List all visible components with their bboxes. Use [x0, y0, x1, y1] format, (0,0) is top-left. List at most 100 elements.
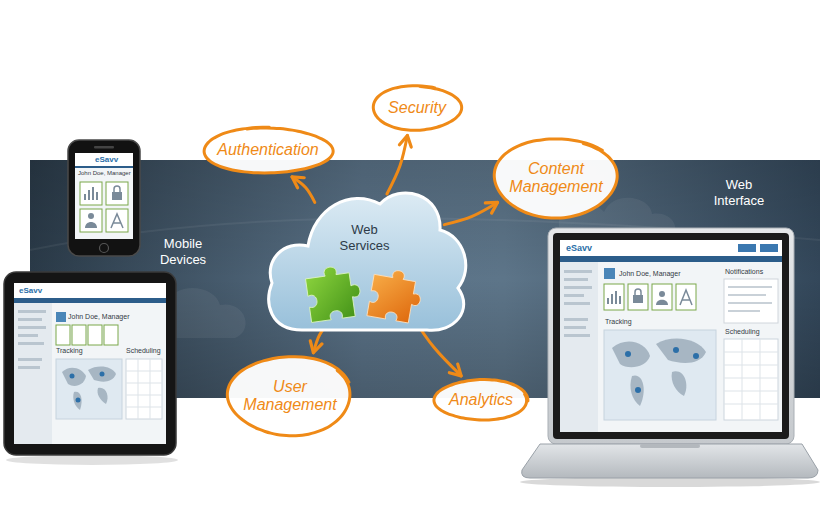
callout-text: User Management — [242, 378, 338, 415]
phone-illustration — [75, 153, 133, 166]
tablet-illustration — [88, 325, 102, 345]
tablet-illustration — [14, 303, 52, 444]
phone-illustration — [94, 146, 114, 149]
laptop-illustration — [693, 353, 699, 359]
puzzle-piece — [367, 267, 425, 325]
label-slot: Tracking — [56, 347, 83, 355]
tablet-illustration — [73, 392, 81, 410]
callout-text: Security — [388, 99, 446, 117]
laptop-illustration — [564, 302, 590, 305]
label-slot: John Doe, Manager — [78, 170, 131, 177]
tablet-illustration — [18, 342, 44, 345]
laptop-illustration — [560, 262, 598, 432]
tablet-illustration — [18, 358, 42, 361]
laptop-illustration — [564, 334, 590, 337]
tablet-illustration — [14, 298, 166, 303]
laptop-illustration — [553, 233, 789, 439]
tablet-illustration — [6, 455, 178, 465]
phone-illustration — [85, 187, 97, 200]
flow-arrow — [292, 177, 315, 202]
laptop-illustration — [604, 268, 615, 279]
device-group-label: Mobile Devices — [150, 236, 216, 267]
phone-illustration — [111, 214, 123, 228]
flow-arrow — [444, 202, 497, 224]
phone-illustration — [88, 213, 94, 219]
label-slot: John Doe, Manager — [68, 313, 129, 321]
screen-text: John Doe, Manager — [78, 170, 131, 177]
tablet-illustration — [14, 283, 166, 444]
phone-illustration — [100, 244, 109, 253]
label-slot: eSavv — [19, 286, 42, 296]
laptop-illustration — [656, 338, 706, 363]
phone-illustration — [75, 153, 133, 239]
cloud-label: Web Services — [332, 222, 398, 253]
screen-text: John Doe, Manager — [68, 313, 129, 321]
tablet-illustration — [14, 283, 166, 298]
laptop-illustration — [724, 339, 778, 420]
label-slot: Mobile Devices — [150, 236, 216, 267]
laptop-illustration — [672, 371, 687, 396]
screen-text: Scheduling — [126, 347, 161, 355]
flow-arrow — [387, 135, 407, 193]
app-logo: eSavv — [566, 243, 592, 254]
laptop-illustration — [520, 228, 820, 487]
tablet-illustration — [62, 368, 86, 386]
label-slot: eSavv — [566, 243, 592, 254]
laptop-illustration — [564, 278, 588, 281]
callout-text: Analytics — [449, 391, 513, 409]
laptop-illustration — [680, 290, 692, 305]
laptop-illustration — [640, 444, 700, 448]
tablet-illustration — [97, 388, 107, 404]
hand-drawn-oval — [433, 380, 527, 420]
hand-drawn-oval — [227, 357, 350, 436]
phone-illustration — [80, 182, 102, 205]
callout-text: Content Management — [508, 160, 604, 197]
label-slot: Tracking — [605, 318, 632, 326]
cloud-outline — [269, 193, 466, 330]
screen-text: Tracking — [605, 318, 632, 326]
phone-illustration — [68, 140, 140, 256]
hand-drawn-oval — [494, 139, 617, 218]
callout-oval: Content Management — [488, 133, 624, 223]
hand-drawn-oval — [373, 86, 461, 131]
cloud-shape — [262, 178, 467, 338]
laptop-illustration — [760, 244, 778, 252]
laptop-illustration — [652, 284, 672, 310]
phone-illustration — [80, 209, 102, 232]
laptop-illustration — [625, 351, 631, 357]
laptop-illustration — [738, 244, 756, 252]
phone-illustration — [114, 186, 120, 192]
laptop-illustration — [635, 387, 641, 393]
phone-illustration — [68, 140, 140, 256]
label-slot: Scheduling — [126, 347, 161, 355]
app-logo: eSavv — [95, 155, 118, 165]
laptop-illustration — [564, 294, 584, 297]
laptop-illustration — [560, 240, 782, 432]
callout-oval: Authentication — [197, 123, 339, 178]
laptop-illustration — [635, 289, 641, 295]
tablet-illustration — [126, 359, 162, 419]
phone-illustration — [75, 166, 133, 168]
callout-oval: Analytics — [429, 375, 534, 425]
screen-text: Tracking — [56, 347, 83, 355]
label-slot: Notifications — [725, 268, 763, 276]
laptop-illustration — [676, 284, 696, 310]
laptop-illustration — [633, 295, 643, 303]
laptop-illustration — [630, 375, 643, 406]
tablet-illustration — [104, 325, 118, 345]
laptop-illustration — [728, 287, 772, 311]
tablet-illustration — [70, 374, 75, 379]
tablet-illustration — [56, 325, 70, 345]
tablet-illustration — [18, 334, 38, 337]
phone-illustration — [112, 192, 122, 200]
laptop-illustration — [604, 330, 716, 420]
label-slot: eSavv — [95, 155, 118, 165]
callout-oval: Security — [367, 81, 467, 135]
laptop-illustration — [564, 270, 592, 273]
laptop-illustration — [673, 347, 679, 353]
app-logo: eSavv — [19, 286, 42, 296]
tablet-illustration — [18, 366, 40, 369]
laptop-illustration — [604, 284, 624, 310]
laptop-illustration — [564, 326, 586, 329]
